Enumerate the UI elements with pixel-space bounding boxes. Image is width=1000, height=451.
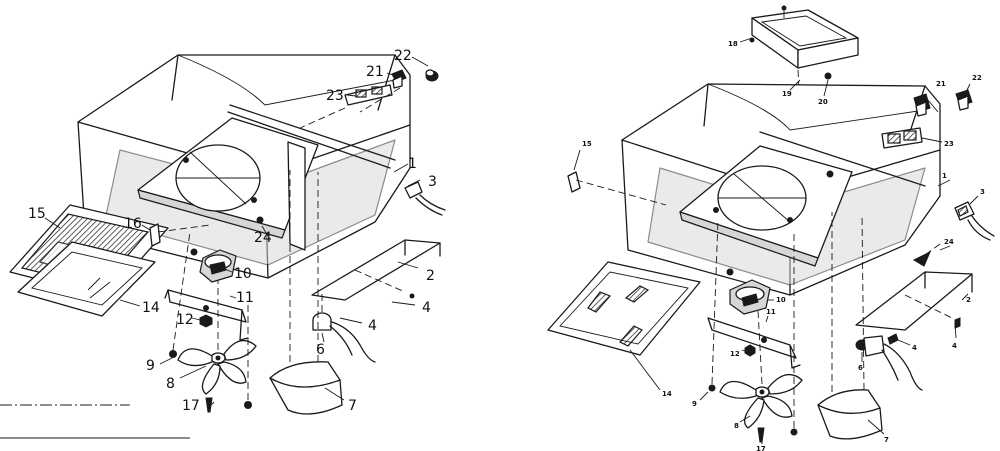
right-callouts: 1 2 3 4 4 6 7 8 9 10 11 12 14 15 17 18 1… bbox=[582, 40, 985, 451]
left-callouts: 1 2 3 4 4 6 7 8 9 10 11 12 14 15 16 17 2… bbox=[28, 48, 437, 414]
left-callout-21: 21 bbox=[366, 64, 384, 80]
left-callout-4b: 4 bbox=[368, 318, 377, 334]
left-callout-6: 6 bbox=[316, 342, 325, 358]
left-part-6-lamp-socket bbox=[312, 290, 376, 363]
right-part-6-lamp-socket bbox=[855, 333, 923, 391]
right-callout-1: 1 bbox=[942, 172, 947, 180]
left-callout-17: 17 bbox=[182, 398, 200, 414]
left-switch-parts bbox=[299, 69, 439, 129]
right-callout-19: 19 bbox=[782, 90, 792, 98]
left-part-10-motor bbox=[190, 248, 237, 283]
right-callout-23: 23 bbox=[944, 140, 954, 148]
left-mounting-plate bbox=[137, 117, 319, 239]
right-part-3-connector bbox=[954, 201, 995, 241]
left-callout-12: 12 bbox=[176, 312, 194, 328]
left-part-7-duct bbox=[269, 170, 343, 415]
left-callout-2: 2 bbox=[426, 268, 435, 284]
right-callout-17: 17 bbox=[756, 445, 766, 451]
right-callout-11: 11 bbox=[766, 308, 776, 316]
left-callout-9: 9 bbox=[146, 358, 155, 374]
right-leader-lines bbox=[573, 37, 979, 444]
left-callout-14: 14 bbox=[142, 300, 160, 316]
left-part-11-bracket bbox=[164, 289, 249, 341]
right-callout-6: 6 bbox=[858, 364, 863, 372]
left-part-12-nut bbox=[199, 314, 213, 328]
right-callout-3: 3 bbox=[980, 188, 985, 196]
left-callout-10: 10 bbox=[234, 266, 252, 282]
right-callout-9: 9 bbox=[692, 400, 697, 408]
right-part-15-clip bbox=[567, 171, 667, 206]
right-callout-4a: 4 bbox=[952, 342, 957, 350]
right-callout-10: 10 bbox=[776, 296, 786, 304]
left-callout-23: 23 bbox=[326, 88, 344, 104]
left-screws bbox=[169, 231, 252, 413]
right-callout-14: 14 bbox=[662, 390, 672, 398]
left-part-8-fan bbox=[177, 280, 257, 395]
right-callout-2: 2 bbox=[966, 296, 971, 304]
left-callout-1: 1 bbox=[408, 156, 417, 172]
left-part-3-connector bbox=[404, 181, 446, 216]
right-part-7-duct bbox=[817, 212, 883, 440]
right-part-14-filter bbox=[547, 261, 701, 356]
right-part-8-fan bbox=[719, 309, 803, 429]
left-part-24-bracket bbox=[256, 141, 306, 251]
left-callout-8: 8 bbox=[166, 376, 175, 392]
right-exploded-view: 1 2 3 4 4 6 7 8 9 10 11 12 14 15 17 18 1… bbox=[547, 5, 995, 451]
left-callout-24: 24 bbox=[254, 230, 272, 246]
left-callout-11: 11 bbox=[236, 290, 254, 306]
right-part-10-motor bbox=[726, 268, 771, 315]
right-damper-box bbox=[749, 5, 859, 111]
left-callout-22: 22 bbox=[394, 48, 412, 64]
right-switch-parts bbox=[881, 89, 973, 149]
right-part-2-tray bbox=[855, 243, 973, 331]
left-part-14-filter bbox=[17, 241, 156, 317]
right-callout-4b: 4 bbox=[912, 344, 917, 352]
left-part-2-tray bbox=[311, 239, 441, 301]
right-part-11-bracket bbox=[707, 317, 801, 369]
right-callout-24: 24 bbox=[944, 238, 954, 246]
left-callout-3: 3 bbox=[428, 174, 437, 190]
right-callout-21: 21 bbox=[936, 80, 946, 88]
right-screws bbox=[708, 219, 798, 443]
right-callout-18: 18 bbox=[728, 40, 738, 48]
left-callout-16: 16 bbox=[124, 216, 142, 232]
left-scan-lines bbox=[0, 404, 190, 439]
left-callout-15: 15 bbox=[28, 206, 46, 222]
right-callout-22: 22 bbox=[972, 74, 982, 82]
left-exploded-view: 1 2 3 4 4 6 7 8 9 10 11 12 14 15 16 17 2… bbox=[0, 48, 446, 439]
right-callout-8: 8 bbox=[734, 422, 739, 430]
left-callout-7: 7 bbox=[348, 398, 357, 414]
left-callout-4a: 4 bbox=[422, 300, 431, 316]
right-callout-7: 7 bbox=[884, 436, 889, 444]
right-callout-20: 20 bbox=[818, 98, 828, 106]
right-callout-15: 15 bbox=[582, 140, 592, 148]
left-part-16-clip bbox=[149, 223, 211, 247]
left-leader-lines bbox=[44, 56, 429, 407]
right-callout-12: 12 bbox=[730, 350, 740, 358]
right-mounting-plate bbox=[679, 145, 853, 267]
right-part-12-nut bbox=[744, 344, 756, 357]
